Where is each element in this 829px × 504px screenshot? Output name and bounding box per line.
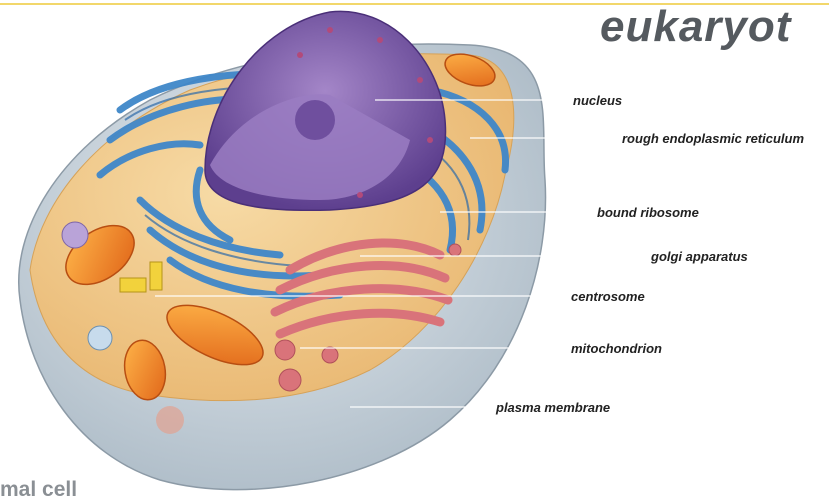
page-title: eukaryot (600, 2, 791, 52)
label-bound-ribosome: bound ribosome (597, 205, 699, 221)
label-rough-er: rough endoplasmic reticulum (622, 131, 804, 147)
label-golgi-apparatus: golgi apparatus (651, 249, 748, 265)
page-subtitle: mal cell (0, 478, 77, 502)
lysosome (62, 222, 88, 248)
label-mitochondrion: mitochondrion (571, 341, 662, 357)
nucleolus (295, 100, 335, 140)
label-centrosome: centrosome (571, 289, 645, 305)
vesicle-lower (156, 406, 184, 434)
label-plasma-membrane: plasma membrane (496, 400, 610, 416)
vesicle (88, 326, 112, 350)
label-nucleus: nucleus (573, 93, 622, 109)
